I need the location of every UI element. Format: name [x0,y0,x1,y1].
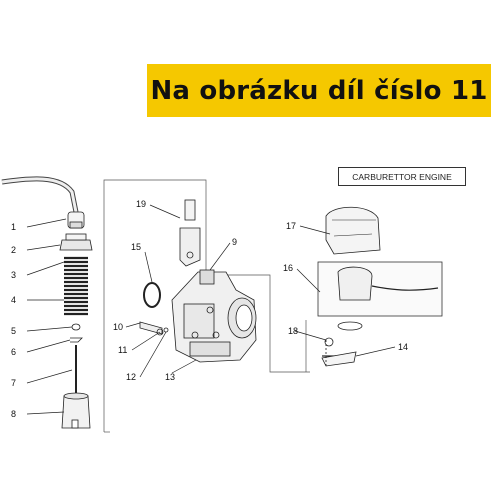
label-18: 18 [288,326,298,336]
part-12-washer [163,327,169,333]
diagram-title-box: CARBURETTOR ENGINE [338,167,466,186]
label-2: 2 [11,245,16,255]
banner-text: Na obrázku díl číslo 11 [150,75,488,106]
part-16-automatic-choke [317,261,443,331]
label-16: 16 [283,263,293,273]
part-2-cap [59,233,93,251]
part-number-banner: Na obrázku díl číslo 11 [147,64,491,117]
carburettor-body [171,269,257,363]
part-number-labels: 1 2 3 4 5 6 7 8 9 10 11 12 13 14 15 16 1… [11,199,408,419]
part-18-screw [322,337,336,357]
part-5-ring [71,323,81,331]
label-4: 4 [11,295,16,305]
label-1: 1 [11,222,16,232]
part-19-pilot-jet-holder [179,199,201,267]
part-17-cover [325,206,381,255]
part-6-clip [70,337,83,343]
label-5: 5 [11,326,16,336]
part-15-o-ring [143,282,161,308]
part-8-slide [61,392,91,429]
label-8: 8 [11,409,16,419]
part-1-cable-adjuster [67,211,85,229]
label-7: 7 [11,378,16,388]
label-10: 10 [113,322,123,332]
label-15: 15 [131,242,141,252]
label-17: 17 [286,221,296,231]
assembly-bracket [103,179,310,433]
part-14-bracket [321,351,357,367]
throttle-cable [1,176,79,213]
label-9: 9 [232,237,237,247]
label-13: 13 [165,372,175,382]
diagram-title: CARBURETTOR ENGINE [352,171,452,182]
part-3-spring [64,256,88,316]
label-3: 3 [11,270,16,280]
label-12: 12 [126,372,136,382]
leader-lines [26,204,396,415]
label-11: 11 [118,345,127,355]
label-19: 19 [136,199,146,209]
part-11-spring [156,328,164,336]
label-6: 6 [11,347,16,357]
part-10-screw [139,321,163,335]
label-14: 14 [398,342,408,352]
